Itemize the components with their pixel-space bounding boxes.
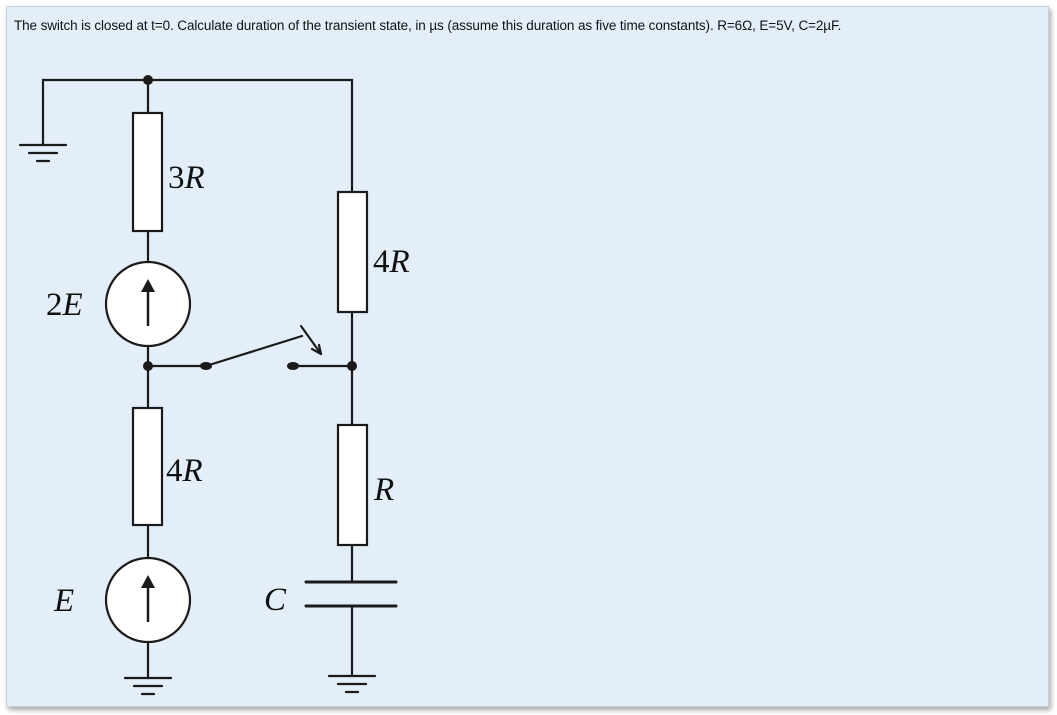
arrow-up-icon <box>141 279 155 292</box>
junction-dot <box>347 361 357 371</box>
question-text: The switch is closed at t=0. Calculate d… <box>14 18 842 33</box>
switch-contact <box>287 362 299 370</box>
label-e: E <box>53 583 74 619</box>
voltage-source-2e <box>104 260 192 348</box>
label-4r-left: 4R <box>166 453 203 489</box>
resistor-3r <box>131 111 164 233</box>
switch-arrow-icon <box>299 324 323 356</box>
capacitor-plates <box>304 580 398 608</box>
label-3r: 3R <box>168 160 205 196</box>
junction-dot <box>143 75 153 85</box>
resistor-4r-left <box>131 406 164 527</box>
ground-icon-bottom-left <box>123 676 173 696</box>
label-4r-right: 4R <box>373 244 410 280</box>
junction-dot <box>143 361 153 371</box>
switch-contact <box>200 362 212 370</box>
label-r: R <box>373 472 394 508</box>
arrow-up-icon <box>141 575 155 588</box>
label-c: C <box>264 582 287 618</box>
ground-icon-bottom-right <box>327 674 377 694</box>
resistor-4r-right <box>336 190 369 314</box>
voltage-source-e <box>104 556 192 644</box>
top-wire <box>41 78 354 194</box>
resistor-r <box>336 423 369 547</box>
label-2e: 2E <box>46 287 83 323</box>
switch-blade <box>204 334 304 368</box>
ground-icon-top-left <box>18 100 68 163</box>
